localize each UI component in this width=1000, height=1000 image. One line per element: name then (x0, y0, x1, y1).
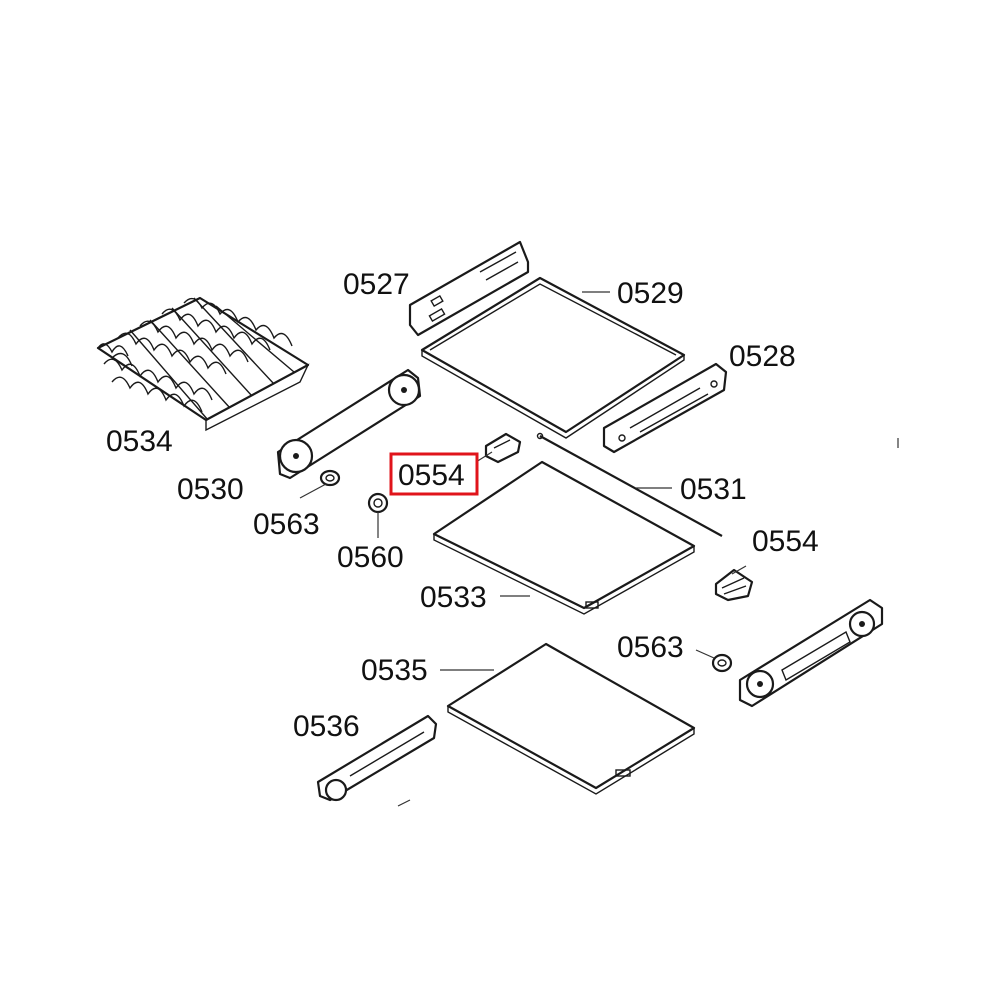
part-0528-side-rail[interactable] (602, 362, 728, 454)
label-0529: 0529 (617, 277, 684, 310)
part-0563-washer-left[interactable] (319, 469, 341, 487)
leader-line (695, 649, 715, 659)
part-0560-spacer[interactable] (367, 492, 389, 514)
part-0554-clip-right[interactable] (714, 568, 754, 602)
label-0563-right: 0563 (617, 631, 684, 664)
leader-line (731, 565, 747, 575)
label-0536: 0536 (293, 710, 360, 743)
label-0535: 0535 (361, 654, 428, 687)
part-side-bracket-right[interactable] (738, 598, 884, 708)
label-0560: 0560 (337, 541, 404, 574)
part-0563-washer-right[interactable] (711, 653, 733, 673)
label-0527: 0527 (343, 268, 410, 301)
part-0554-clip-upper[interactable] (484, 432, 522, 464)
part-0527-side-rail[interactable] (408, 240, 530, 337)
part-0533-middle-panel[interactable] (432, 460, 696, 615)
stray-mark (397, 799, 411, 807)
label-0531: 0531 (680, 473, 747, 506)
label-0554-right: 0554 (752, 525, 819, 558)
highlight-box (389, 452, 479, 496)
part-0535-bottom-panel[interactable] (446, 642, 696, 795)
label-0528: 0528 (729, 340, 796, 373)
label-0563-left: 0563 (253, 508, 320, 541)
part-0534-wire-rack[interactable] (96, 296, 310, 432)
part-0529-top-panel[interactable] (420, 276, 686, 439)
leader-line (299, 483, 327, 499)
part-0530-side-bracket[interactable] (276, 368, 422, 480)
label-0554-highlighted: 0554 (398, 459, 465, 492)
leader-line (475, 451, 493, 463)
label-0534: 0534 (106, 425, 173, 458)
part-0536-bottom-rail[interactable] (316, 714, 438, 802)
label-0530: 0530 (177, 473, 244, 506)
label-0533: 0533 (420, 581, 487, 614)
part-0531-rod[interactable] (536, 432, 723, 537)
